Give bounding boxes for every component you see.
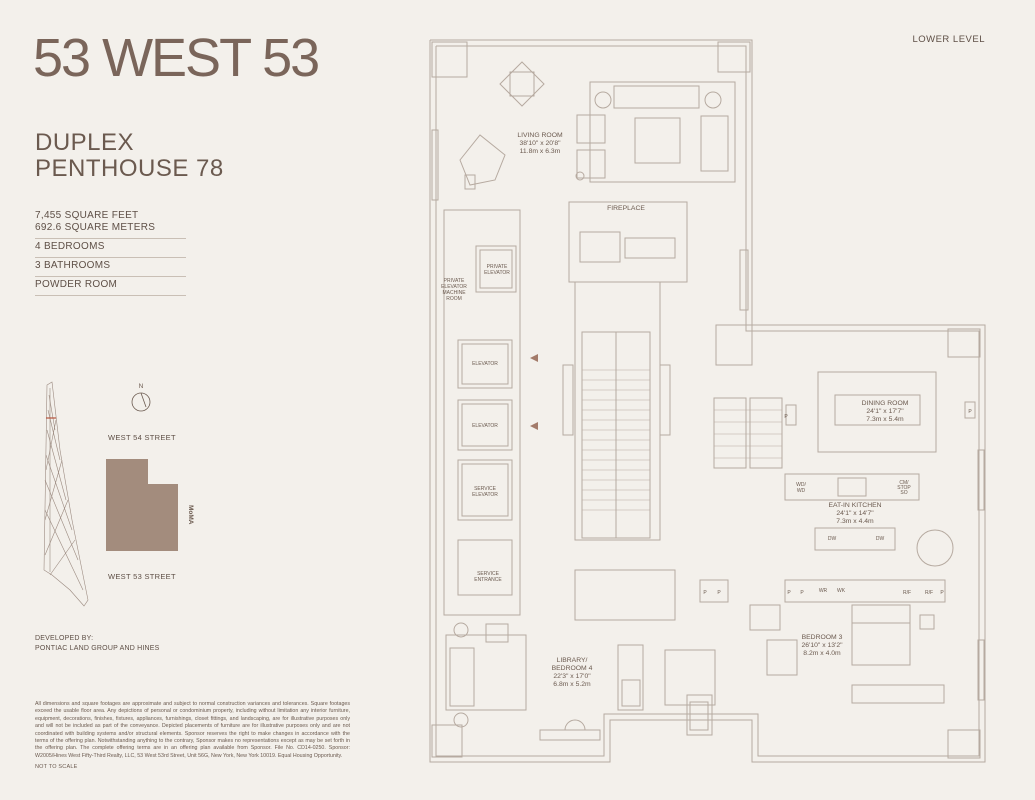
living-room-imperial: 38'10" x 20'8" — [519, 140, 561, 147]
not-to-scale-note: NOT TO SCALE — [35, 764, 78, 770]
unit-specs: 7,455 SQUARE FEET 692.6 SQUARE METERS 4 … — [35, 210, 186, 296]
library-name-line2: BEDROOM 4 — [552, 665, 593, 672]
wd-label-line1: WD/ — [796, 482, 806, 488]
private-elevator-line1: PRIVATE — [487, 264, 508, 270]
elevator-2-label: ELEVATOR — [472, 423, 498, 429]
developer-name: PONTIAC LAND GROUP AND HINES — [35, 645, 160, 652]
dining-room-imperial: 24'1" x 17'7" — [866, 408, 904, 415]
wd-label-line2: WD — [797, 488, 806, 494]
north-compass-icon: N — [131, 383, 151, 412]
developer-heading: DEVELOPED BY: — [35, 635, 94, 642]
utility-labels: PRIVATE ELEVATOR PRIVATE ELEVATOR MACHIN… — [441, 264, 972, 596]
unit-title-line1: DUPLEX — [35, 129, 135, 156]
kitchen-imperial: 24'1" x 14'7" — [836, 510, 874, 517]
spec-square-feet: 7,455 SQUARE FEET — [35, 210, 139, 221]
machine-room-line1: PRIVATE — [444, 278, 465, 284]
legal-disclaimer: All dimensions and square footages are a… — [35, 701, 350, 759]
dishwasher-1-label: DW — [828, 536, 837, 542]
pantry-2-label: P — [800, 590, 804, 596]
floor-plan-walls — [429, 39, 986, 763]
pantry-4-label: P — [703, 590, 707, 596]
library-imperial: 22'3" x 17'0" — [553, 673, 591, 680]
library-name-line1: LIBRARY/ — [557, 657, 588, 664]
machine-room-line3: MACHINE — [442, 290, 466, 296]
spec-bedrooms: 4 BEDROOMS — [35, 239, 186, 258]
fireplace-label: FIREPLACE — [607, 205, 645, 212]
living-room-name: LIVING ROOM — [517, 132, 563, 139]
tower-silhouette-icon — [43, 381, 89, 607]
refrigerator-1-label: R/F — [903, 590, 911, 596]
cm-stop-line1: CM/ — [899, 480, 909, 486]
pantry-5-label: P — [717, 590, 721, 596]
machine-room-line2: ELEVATOR — [441, 284, 467, 290]
bedroom3-metric: 8.2m x 4.0m — [803, 650, 841, 657]
service-entrance-line1: SERVICE — [477, 571, 500, 577]
kitchen-metric: 7.3m x 4.4m — [836, 518, 874, 525]
brand-wordmark: 53 WEST 53 — [33, 28, 320, 88]
room-labels: LIVING ROOM 38'10" x 20'8" 11.8m x 6.3m … — [517, 132, 908, 688]
column — [431, 41, 468, 78]
moma-label: MoMA — [187, 505, 194, 525]
pantry-1-label: P — [787, 590, 791, 596]
street-label-south: WEST 53 STREET — [108, 572, 176, 581]
entry-markers — [530, 354, 538, 430]
unit-title: DUPLEX PENTHOUSE 78 — [35, 130, 224, 182]
cm-stop-line2: STOP — [897, 485, 911, 491]
spec-bathrooms: 3 BATHROOMS — [35, 258, 186, 277]
spec-area: 7,455 SQUARE FEET 692.6 SQUARE METERS — [35, 210, 186, 239]
service-elevator-line1: SERVICE — [474, 486, 497, 492]
pantry-3-label: P — [940, 590, 944, 596]
bedroom3-name: BEDROOM 3 — [802, 634, 843, 641]
compass-north-label: N — [139, 383, 144, 390]
library-metric: 6.8m x 5.2m — [553, 681, 591, 688]
developer-credit: DEVELOPED BY: PONTIAC LAND GROUP AND HIN… — [35, 634, 160, 654]
service-elevator-line2: ELEVATOR — [472, 492, 498, 498]
warming-drawer-label: WK — [837, 588, 846, 594]
kitchen-name: EAT-IN KITCHEN — [828, 502, 881, 509]
wine-refrigerator-label: WR — [819, 588, 828, 594]
site-map: MoMA — [106, 459, 194, 551]
living-room-metric: 11.8m x 6.3m — [520, 148, 561, 155]
spec-powder-room: POWDER ROOM — [35, 277, 186, 296]
building-footprint — [106, 459, 178, 551]
dining-room-metric: 7.3m x 5.4m — [866, 416, 904, 423]
refrigerator-2-label: R/F — [925, 590, 933, 596]
pantry-6-label: P — [784, 414, 788, 420]
service-entrance-line2: ENTRANCE — [474, 577, 502, 583]
elevator-1-label: ELEVATOR — [472, 361, 498, 367]
machine-room-line4: ROOM — [446, 296, 462, 302]
pantry-7-label: P — [968, 409, 972, 415]
spec-square-meters: 692.6 SQUARE METERS — [35, 222, 156, 233]
dishwasher-2-label: DW — [876, 536, 885, 542]
street-label-north: WEST 54 STREET — [108, 433, 176, 442]
private-elevator-line2: ELEVATOR — [484, 270, 510, 276]
cm-stop-line3: SO — [900, 490, 907, 496]
unit-title-line2: PENTHOUSE 78 — [35, 155, 224, 182]
level-label: LOWER LEVEL — [912, 34, 985, 45]
bedroom3-imperial: 26'10" x 13'2" — [801, 642, 843, 649]
dining-room-name: DINING ROOM — [862, 400, 909, 407]
